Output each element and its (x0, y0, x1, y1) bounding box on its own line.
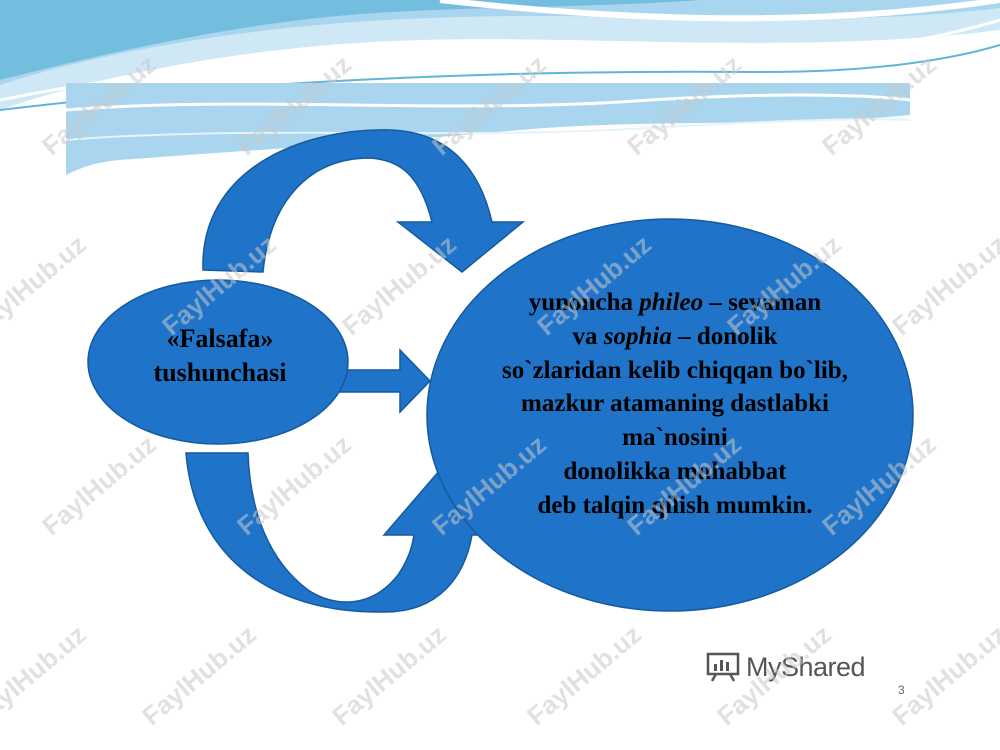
right-node-line2: va sophia – donolik (430, 320, 920, 354)
line1-post: – sevaman (703, 289, 822, 316)
right-node-line1: yunoncha phileo – sevaman (430, 286, 920, 320)
left-node-line1: «Falsafa» (166, 324, 274, 353)
right-node-line4: mazkur atamaning dastlabki (521, 390, 829, 418)
header-wave (0, 0, 1000, 111)
line1-pre: yunoncha (528, 289, 640, 316)
right-node-line5: ma`nosini (622, 424, 728, 452)
slide-number: 3 (898, 683, 905, 697)
right-ellipse (426, 218, 914, 612)
sophia-term: sophia (603, 322, 672, 350)
right-node-line6: donolikka muhabbat (563, 457, 787, 485)
left-node-line2: tushunchasi (153, 358, 287, 387)
line2-pre: va (572, 322, 604, 350)
myshared-logo-icon (706, 652, 740, 682)
bottom-curved-arrow (185, 452, 507, 613)
top-curved-arrow (202, 129, 526, 273)
right-node-label: yunoncha phileo – sevaman va sophia – do… (430, 286, 920, 523)
myshared-logo[interactable]: MyShared (706, 647, 866, 687)
left-node-label: «Falsafa» tushunchasi (100, 322, 340, 390)
myshared-logo-text: MyShared (746, 651, 866, 682)
right-node-line3: so`zlaridan kelib chiqqan bo`lib, (502, 356, 848, 384)
right-node-line7: deb talqin qilish mumkin. (537, 491, 813, 519)
left-ellipse (87, 279, 349, 445)
middle-arrow (334, 348, 432, 414)
phileo-term: phileo (639, 289, 704, 316)
line2-post: – donolik (671, 322, 778, 350)
